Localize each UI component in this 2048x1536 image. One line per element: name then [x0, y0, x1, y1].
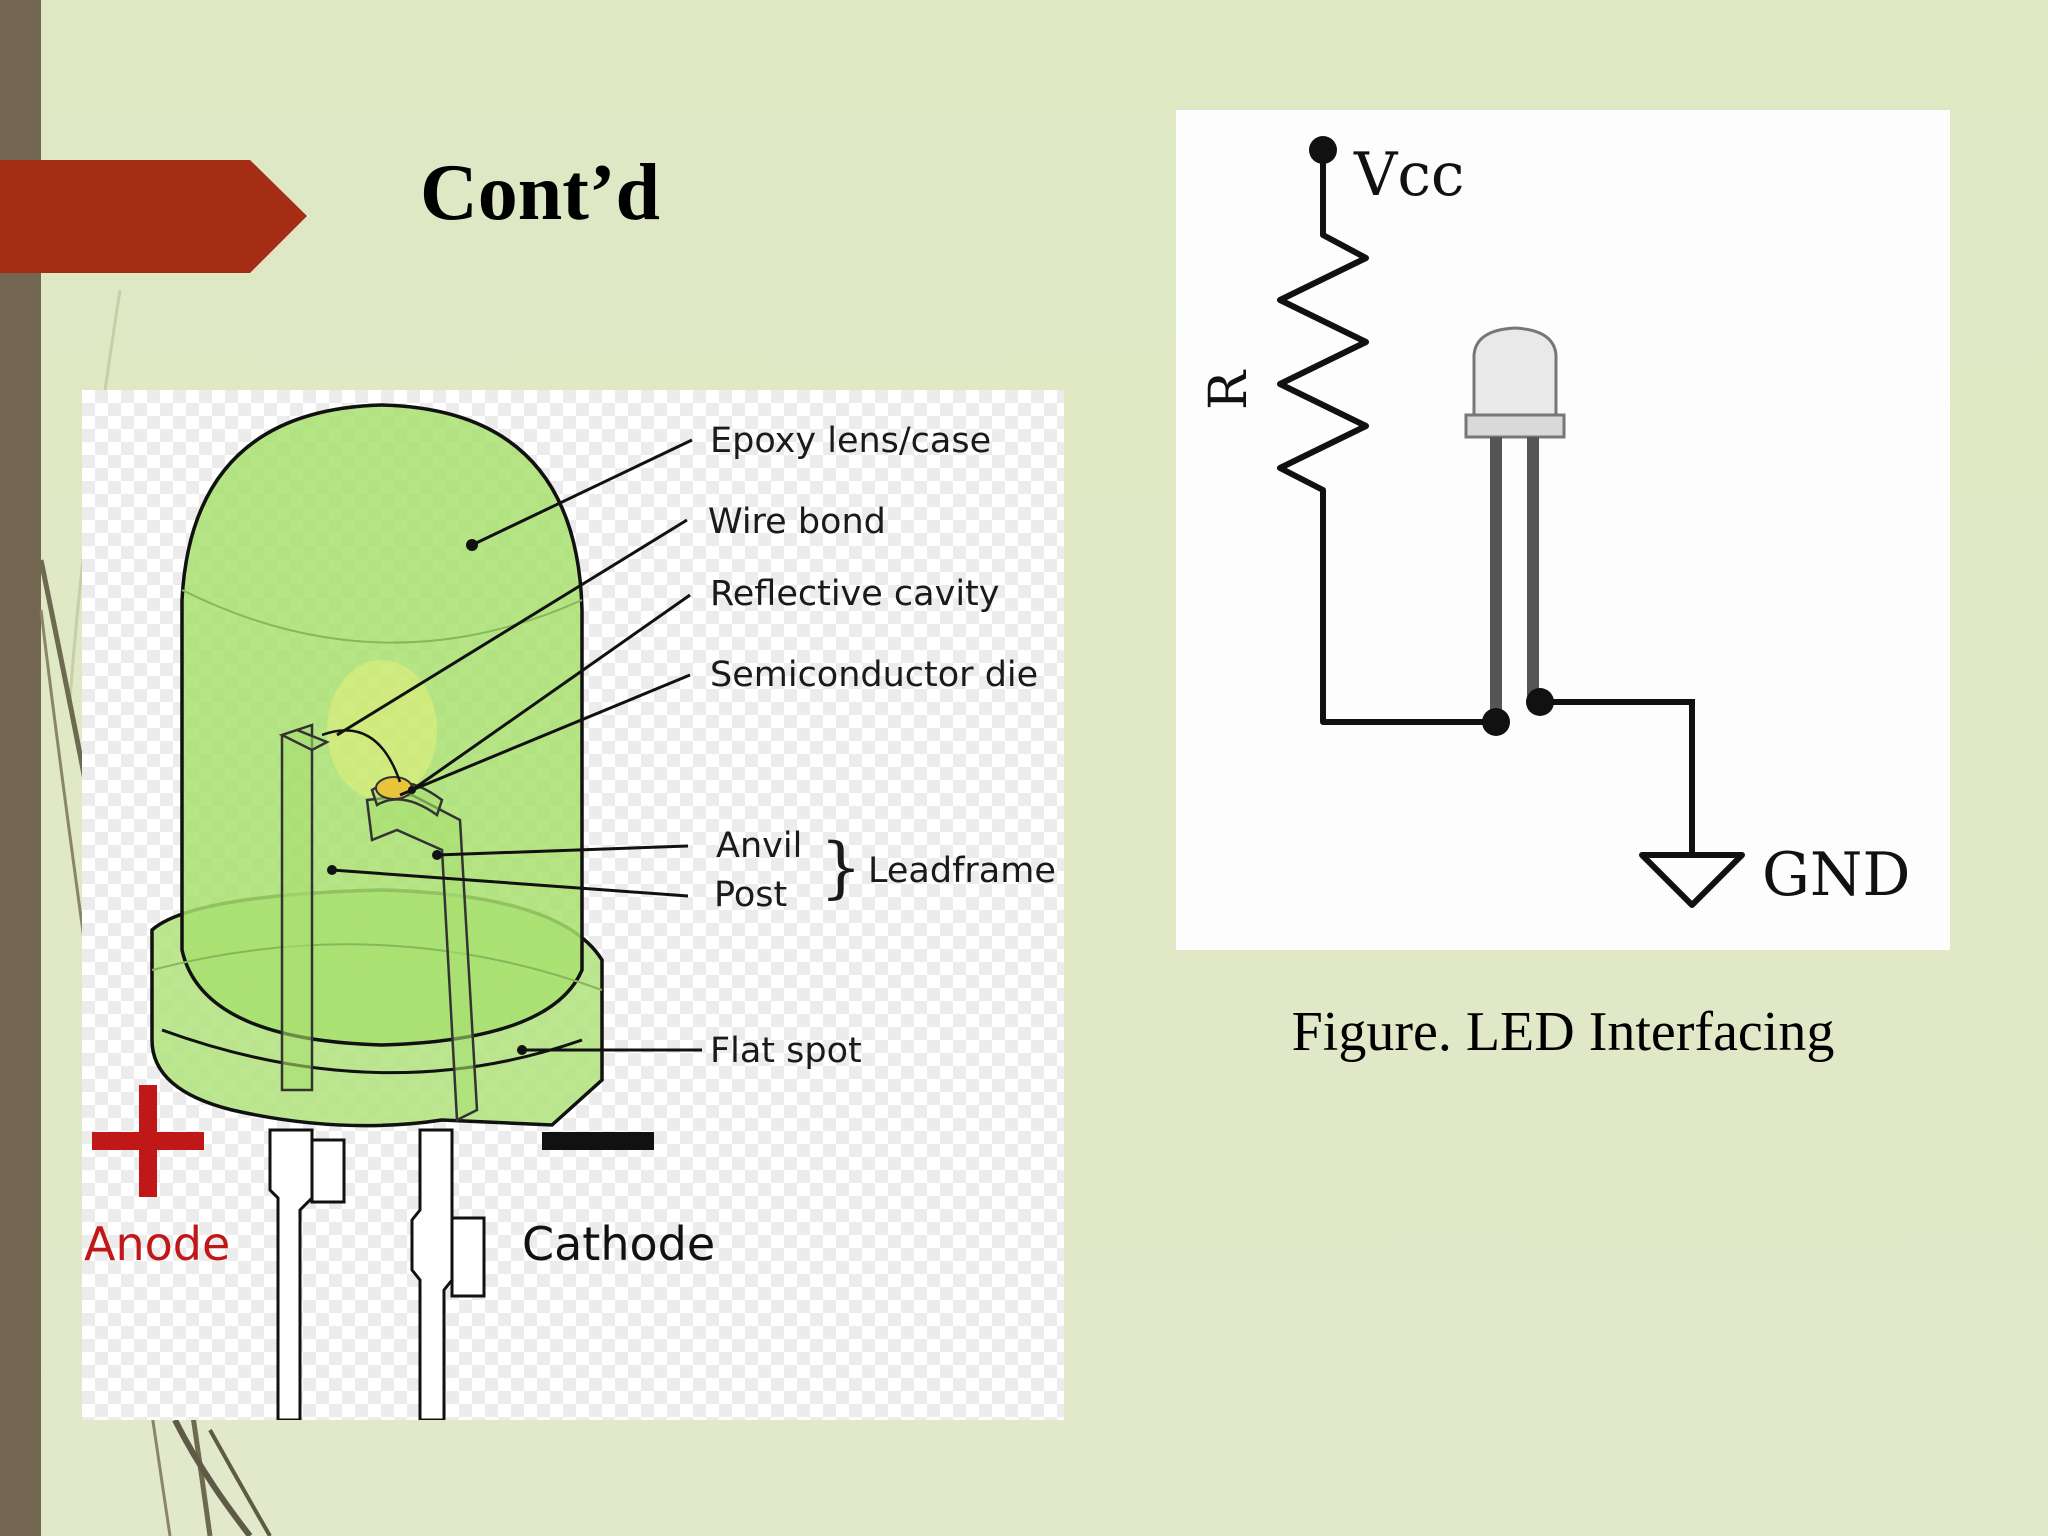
anode-lead [268, 1128, 314, 1420]
deco-line-5 [208, 1429, 272, 1536]
junction-node-left [1482, 708, 1510, 736]
led-component-dome [1472, 326, 1558, 432]
flange-bottom-curve [161, 1028, 583, 1075]
leader-dots [327, 539, 527, 1055]
ground-wire [1540, 699, 1695, 855]
post [280, 723, 314, 1092]
led-body [150, 403, 604, 1128]
leader-reflective [411, 593, 691, 792]
leader-lines [331, 438, 702, 1052]
label-leadframe: Leadframe [868, 851, 1056, 891]
emission-glow [327, 660, 437, 800]
leader-die [399, 673, 691, 797]
label-semiconductor-die: Semiconductor die [710, 655, 1038, 695]
deco-line-4 [172, 1418, 253, 1536]
label-anode: Anode [84, 1217, 230, 1271]
leadframe-brace: } [820, 829, 862, 906]
anode-lead-tab [310, 1138, 346, 1204]
label-flat-spot: Flat spot [710, 1031, 862, 1071]
post-top [278, 728, 330, 752]
semiconductor-die [375, 776, 413, 800]
label-vcc: Vcc [1353, 140, 1465, 210]
resistor-wire [1277, 150, 1496, 725]
ground-symbol [1639, 852, 1745, 908]
figure-caption: Figure. LED Interfacing [1291, 1001, 1835, 1063]
leader-post [331, 868, 689, 898]
title-arrow-shape [0, 160, 307, 273]
leader-anvil [436, 844, 689, 857]
dome-inner-curve [181, 589, 583, 644]
label-gnd: GND [1762, 840, 1911, 910]
cathode-lead [410, 1128, 454, 1420]
lead-wires [268, 1128, 486, 1420]
label-wire-bond: Wire bond [708, 502, 886, 542]
label-cathode: Cathode [522, 1217, 715, 1271]
led-component-rim [1464, 413, 1566, 439]
cathode-lead-tab [450, 1216, 486, 1298]
label-resistor: R [1199, 369, 1259, 410]
label-reflective-cavity: Reflective cavity [710, 574, 1000, 614]
minus-sign [542, 1132, 654, 1150]
leader-epoxy [471, 438, 693, 547]
plus-sign-vertical [139, 1085, 157, 1197]
label-anvil: Anvil [716, 826, 802, 866]
led-component [1464, 326, 1566, 722]
wire-bond [321, 729, 402, 783]
flange-top-curve [151, 943, 603, 991]
leader-wire-bond [336, 518, 688, 737]
label-post: Post [714, 875, 787, 915]
led-circuit-diagram: Vcc R GND [1176, 110, 1950, 950]
label-epoxy: Epoxy lens/case [710, 421, 991, 461]
slide-title: Cont’d [420, 149, 661, 237]
led-anatomy-diagram: Epoxy lens/case Wire bond Reflective cav… [82, 390, 1064, 1420]
